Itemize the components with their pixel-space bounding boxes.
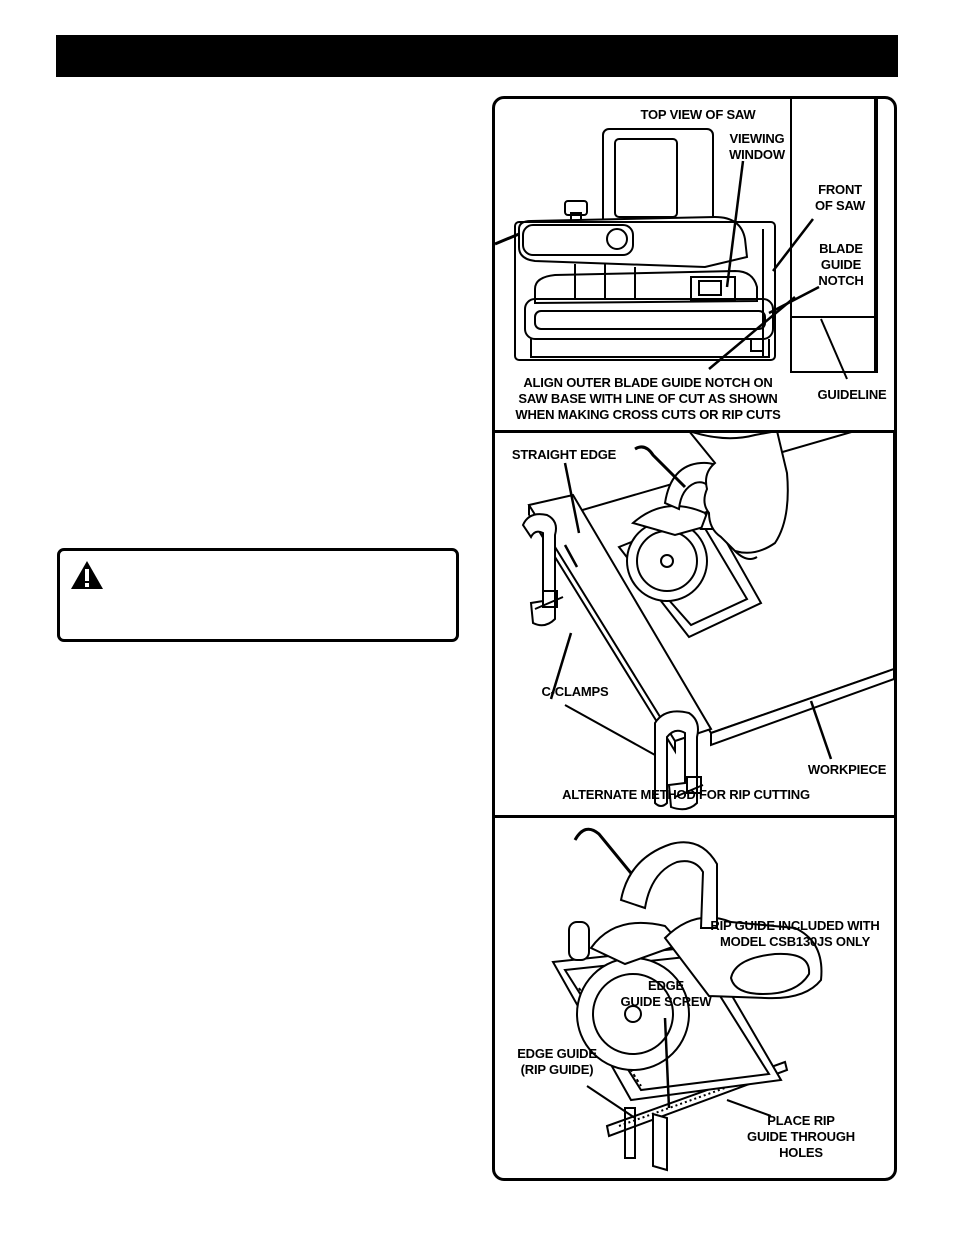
rip-guide-illustration [551, 827, 823, 1172]
edge-guide-screw-label: EDGE GUIDE SCREW [620, 978, 712, 1009]
warning-triangle-icon [71, 561, 103, 589]
panel-divider [495, 815, 894, 818]
section-header-bar [56, 35, 898, 77]
warning-box [57, 548, 459, 642]
straight-edge-label: STRAIGHT EDGE [511, 447, 617, 462]
figure-frame: TOP VIEW OF SAW VIEWING WINDOW FRONT OF … [492, 96, 897, 1181]
blade-guide-notch-label: BLADE GUIDE NOTCH [818, 241, 864, 288]
align-instruction-label: ALIGN OUTER BLADE GUIDE NOTCH ON SAW BAS… [515, 375, 781, 422]
top-view-title: TOP VIEW OF SAW [640, 107, 756, 122]
guideline-label: GUIDELINE [817, 387, 887, 402]
rip-cutting-caption: ALTERNATE METHOD FOR RIP CUTTING [562, 787, 810, 802]
workpiece-label: WORKPIECE [807, 762, 887, 777]
viewing-window-label: VIEWING WINDOW [729, 131, 785, 162]
place-rip-guide-label: PLACE RIP GUIDE THROUGH HOLES [747, 1113, 855, 1160]
top-view-illustration [495, 99, 878, 380]
rip-cutting-illustration [521, 433, 894, 811]
rip-guide-panel: RIP GUIDE INCLUDED WITH MODEL CSB130JS O… [495, 818, 894, 1178]
rip-guide-note-label: RIP GUIDE INCLUDED WITH MODEL CSB130JS O… [710, 918, 880, 949]
panel-divider [495, 430, 894, 433]
edge-guide-label: EDGE GUIDE (RIP GUIDE) [517, 1046, 597, 1077]
c-clamps-label: C-CLAMPS [541, 684, 609, 699]
front-of-saw-label: FRONT OF SAW [814, 182, 866, 213]
rip-cutting-panel: STRAIGHT EDGE C-CLAMPS WORKPIECE ALTERNA… [495, 433, 894, 815]
top-view-panel: TOP VIEW OF SAW VIEWING WINDOW FRONT OF … [495, 99, 894, 430]
